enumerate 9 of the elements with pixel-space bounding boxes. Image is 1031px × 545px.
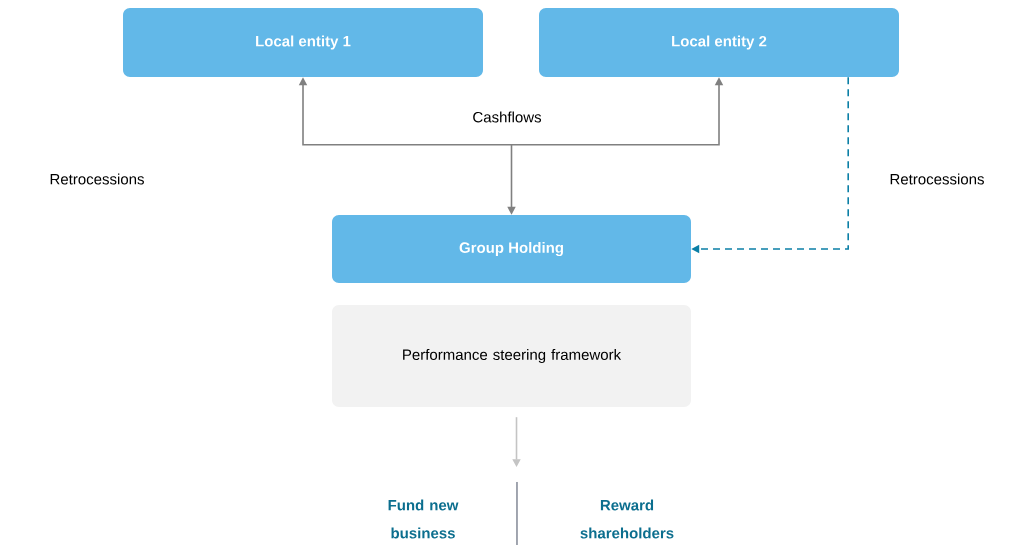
- edge-label: Retrocessions: [888, 172, 986, 186]
- entity-box: Local entity 2: [539, 8, 899, 77]
- framework-box: Performance steering framework: [332, 305, 691, 407]
- outcome-label: Reward shareholders: [580, 499, 674, 539]
- side-label: Retrocessions: [50, 173, 144, 185]
- edge-label: Cashflows: [471, 110, 543, 124]
- entity-box: Local entity 1: [123, 8, 483, 77]
- outcome-label: Fund new business: [388, 499, 459, 539]
- entity-box: Group Holding: [332, 215, 691, 283]
